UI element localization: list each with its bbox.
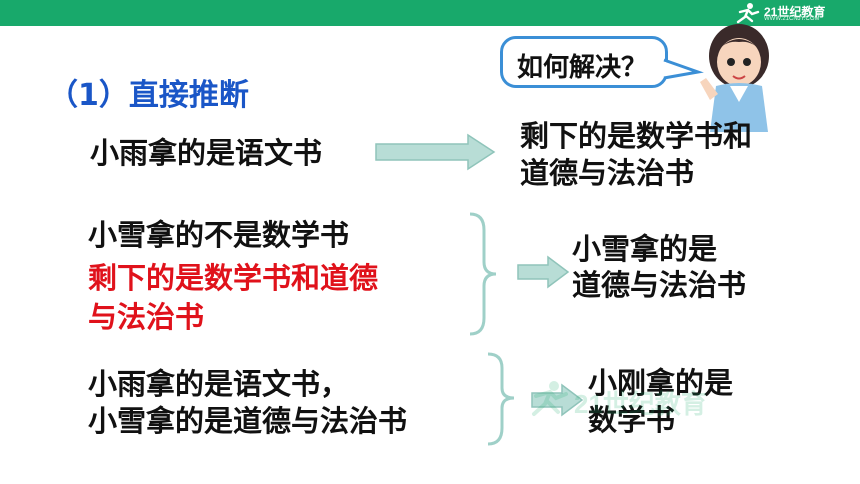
- speech-bubble: 如何解决？: [500, 36, 668, 88]
- row2-red-line1: 剩下的是数学书和道德: [88, 261, 379, 295]
- row3-right-line1: 小刚拿的是: [588, 366, 734, 400]
- row3-arrow-icon: [531, 383, 584, 417]
- logo-text: 21世纪教育: [764, 5, 826, 19]
- row3-bracket-icon: [487, 352, 515, 446]
- row3-right-line2: 数学书: [588, 403, 676, 437]
- row1-right-line1: 剩下的是数学书和: [520, 119, 753, 153]
- speech-bubble-text: 如何解决？: [517, 53, 648, 83]
- row1-right-line2: 道德与法治书: [520, 156, 695, 190]
- top-bar: 21世纪教育 WWW.21CNJY.COM: [0, 0, 860, 26]
- row2-red-line2: 与法治书: [88, 300, 205, 334]
- logo-subtext: WWW.21CNJY.COM: [764, 16, 820, 22]
- row3-left-line1: 小雨拿的是语文书，: [88, 367, 350, 401]
- speech-bubble-tail-icon: [660, 58, 704, 80]
- watermark-text: 21世纪教育: [574, 389, 707, 419]
- row1-arrow-icon: [375, 133, 496, 171]
- brand-logo: 21世纪教育 WWW.21CNJY.COM: [734, 2, 842, 24]
- row2-bracket-icon: [469, 212, 497, 336]
- runner-logo-icon: [736, 3, 760, 24]
- watermark-runner-icon: [532, 381, 568, 416]
- row2-arrow-icon: [517, 255, 570, 289]
- row1-left-line1: 小雨拿的是语文书: [90, 136, 323, 170]
- row2-left-line1: 小雪拿的不是数学书: [88, 218, 350, 252]
- girl-character-icon: [700, 24, 769, 132]
- section-heading: （1）直接推断: [48, 78, 249, 113]
- row2-right-line2: 道德与法治书: [572, 268, 747, 302]
- row2-right-line1: 小雪拿的是: [572, 232, 718, 266]
- row3-left-line2: 小雪拿的是道德与法治书: [88, 404, 408, 438]
